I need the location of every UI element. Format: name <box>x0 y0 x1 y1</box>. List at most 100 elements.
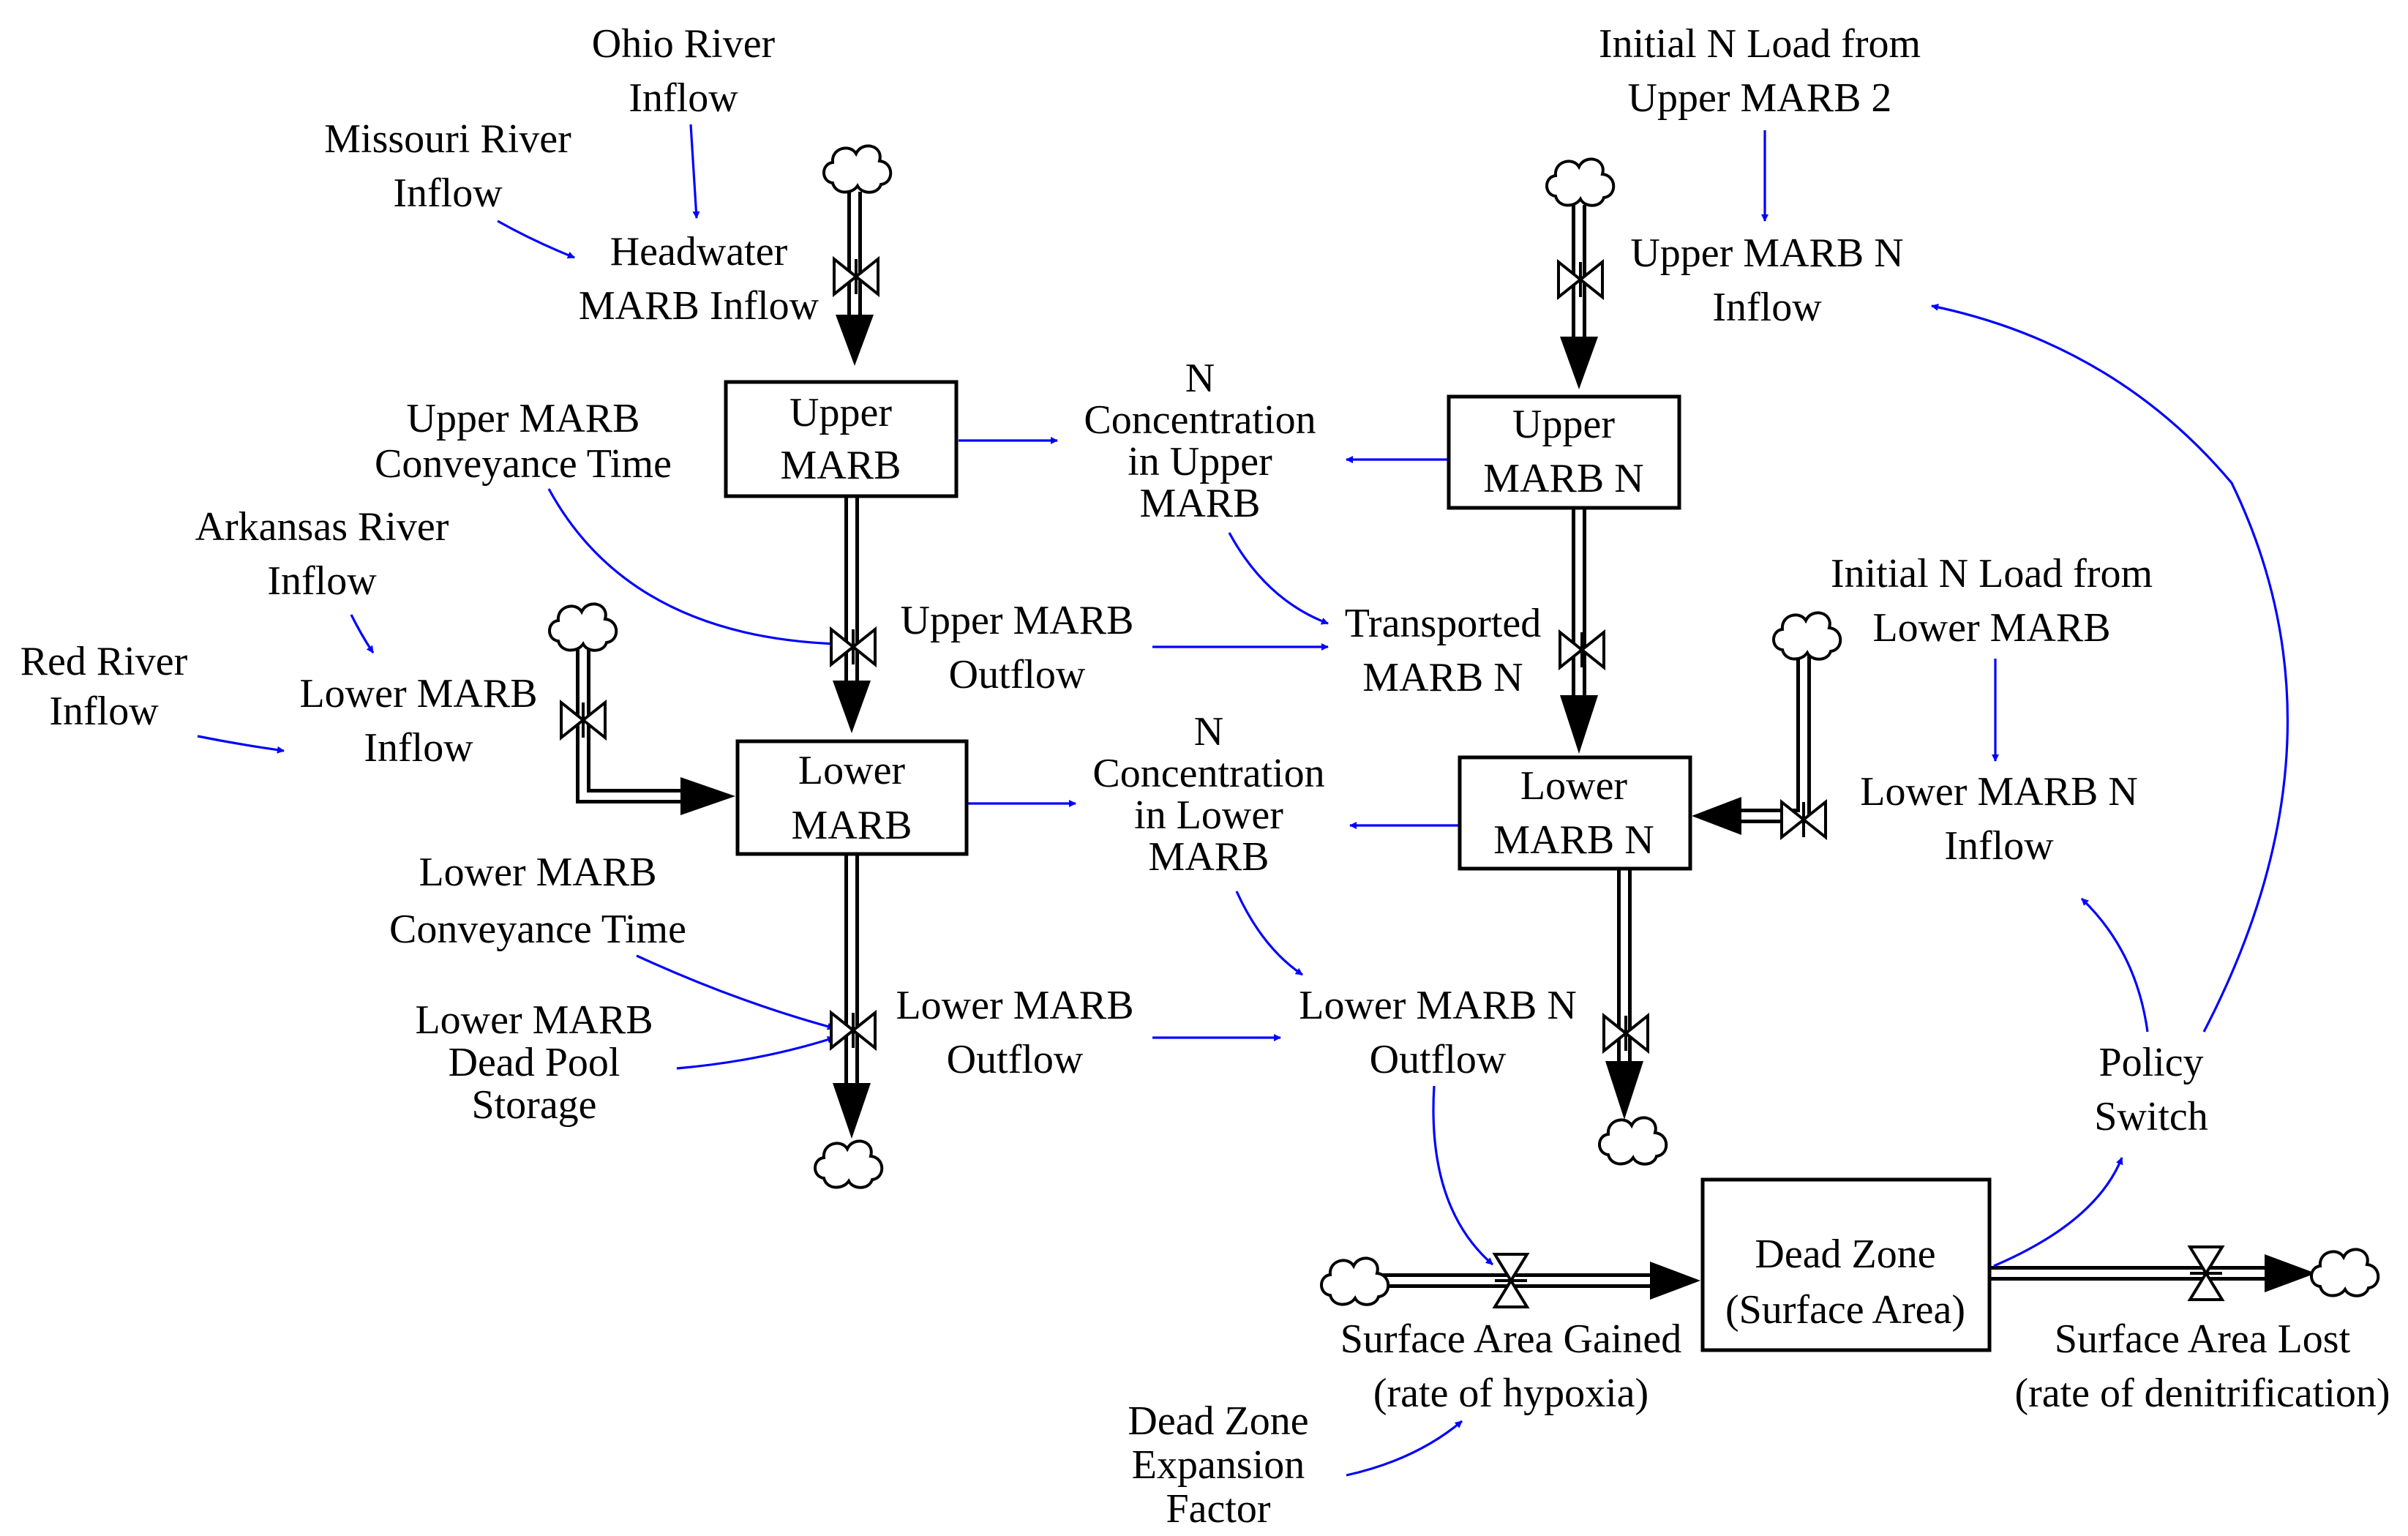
link-red-to-lower-in <box>197 735 285 754</box>
var-initial-n-load-lower-marb[interactable]: Initial N Load from Lower MARB <box>1831 551 2153 651</box>
flow-label-line: Outflow <box>947 1037 1084 1082</box>
link-policy-to-un-in <box>1931 303 2289 1033</box>
flow-label-line: Transported <box>1345 601 1542 646</box>
link-deadpool-to-lower-out <box>676 1035 835 1070</box>
cloud-icon-lower-n-source <box>1772 611 1842 661</box>
var-policy-switch[interactable]: Policy Switch <box>2094 1040 2208 1139</box>
stock-lower-marb[interactable]: Lower MARB <box>735 739 969 856</box>
link-expansion-to-sa-gained <box>1346 1420 1463 1477</box>
link-missouri-to-headwater <box>497 220 575 259</box>
link-nconc-lower-to-ln-out <box>1235 891 1303 976</box>
flow-label-line: Inflow <box>1712 285 1822 330</box>
link-policy-to-ln-in <box>2080 897 2149 1033</box>
var-label-line: Lower MARB <box>1872 605 2110 651</box>
flow-headwater-marb-inflow[interactable]: Headwater MARB Inflow <box>579 229 819 329</box>
pipe-head-sa-gain <box>1650 1262 1700 1300</box>
var-n-concentration-lower-marb[interactable]: N Concentration in Lower MARB <box>1092 709 1324 880</box>
var-label-line: Concentration <box>1092 751 1324 796</box>
var-label-line: Upper MARB <box>407 396 640 441</box>
var-red-river-inflow[interactable]: Red River Inflow <box>20 639 188 734</box>
stock-upper-marb-n[interactable]: Upper MARB N <box>1447 394 1681 510</box>
var-dead-zone-expansion-factor[interactable]: Dead Zone Expansion Factor <box>1128 1398 1308 1532</box>
stock-label-line: (Surface Area) <box>1725 1287 1965 1333</box>
cloud-icon-upper-n-source <box>1545 157 1616 207</box>
var-label-line: Initial N Load from <box>1599 21 1921 67</box>
var-label-line: Dead Zone <box>1128 1398 1308 1444</box>
cloud-icon-lower-marb-sink <box>814 1139 884 1189</box>
link-ln-out-to-sa-gained <box>1432 1085 1494 1266</box>
valve-icon-upper-marb-outflow[interactable] <box>830 626 877 668</box>
pipe-head-sa-lost <box>2265 1254 2316 1292</box>
stock-label-line: MARB <box>781 443 901 488</box>
flow-lower-marb-n-outflow[interactable]: Lower MARB N Outflow <box>1299 983 1577 1082</box>
flow-label-line: Lower MARB <box>896 983 1133 1028</box>
flow-lower-marb-n-inflow[interactable]: Lower MARB N Inflow <box>1860 769 2138 869</box>
stock-dead-zone[interactable]: Dead Zone (Surface Area) <box>1700 1177 1992 1352</box>
var-missouri-river-inflow[interactable]: Missouri River Inflow <box>324 116 571 216</box>
valve-icon-surface-area-lost[interactable] <box>2187 1245 2225 1301</box>
valve-icon-headwater-inflow[interactable] <box>833 255 879 298</box>
var-label-line: Inflow <box>393 171 503 216</box>
var-label-line: MARB <box>1140 481 1261 526</box>
valve-icon-surface-area-gained[interactable] <box>1492 1253 1530 1308</box>
var-lower-marb-dead-pool-storage[interactable]: Lower MARB Dead Pool Storage <box>415 997 653 1128</box>
var-label-line: Switch <box>2094 1094 2208 1139</box>
valve-icon-transported-marb-n[interactable] <box>1559 629 1605 671</box>
flow-lower-marb-outflow[interactable]: Lower MARB Outflow <box>896 983 1133 1082</box>
var-label-line: Inflow <box>629 75 738 121</box>
flow-upper-marb-n-inflow[interactable]: Upper MARB N Inflow <box>1630 231 1903 330</box>
valve-icon-lower-marb-outflow[interactable] <box>830 1009 877 1052</box>
flow-label-line: MARB N <box>1362 655 1523 700</box>
valve-icon-lower-marb-n-inflow[interactable] <box>1780 798 1827 841</box>
flow-label-line: Lower MARB N <box>1299 983 1577 1028</box>
flow-label-line: Surface Area Lost <box>2055 1316 2351 1362</box>
flow-surface-area-lost[interactable]: Surface Area Lost (rate of denitrificati… <box>2014 1316 2390 1416</box>
var-arkansas-river-inflow[interactable]: Arkansas River Inflow <box>195 504 449 604</box>
flow-label-line: Surface Area Gained <box>1340 1316 1681 1362</box>
link-lconvtime-to-lower-out <box>636 954 835 1030</box>
flow-transported-marb-n[interactable]: Transported MARB N <box>1345 601 1542 700</box>
stock-lower-marb-n[interactable]: Lower MARB N <box>1458 755 1692 871</box>
flow-label-line: (rate of hypoxia) <box>1373 1371 1649 1416</box>
var-label-line: Lower MARB <box>415 997 653 1043</box>
var-label-line: Conveyance Time <box>375 441 672 487</box>
flow-label-line: Inflow <box>364 725 473 771</box>
stock-label-line: Lower <box>1520 763 1628 809</box>
cloud-icon-lower-inflow-source <box>548 602 618 652</box>
pipe-head-un-in <box>1560 337 1598 389</box>
valve-icon-lower-marb-n-outflow[interactable] <box>1602 1012 1649 1054</box>
information-links <box>197 124 2289 1477</box>
flow-label-line: Lower MARB <box>299 671 537 716</box>
var-label-line: Factor <box>1166 1486 1270 1532</box>
var-label-line: N <box>1194 709 1223 754</box>
var-initial-n-load-upper-marb-2[interactable]: Initial N Load from Upper MARB 2 <box>1599 21 1921 121</box>
var-upper-marb-conveyance-time[interactable]: Upper MARB Conveyance Time <box>375 396 672 487</box>
stock-label-line: Upper <box>1512 402 1615 447</box>
flow-label-line: Inflow <box>1944 823 2054 869</box>
var-n-concentration-upper-marb[interactable]: N Concentration in Upper MARB <box>1084 356 1316 526</box>
var-ohio-river-inflow[interactable]: Ohio River Inflow <box>592 21 776 121</box>
valve-icon-upper-marb-n-inflow[interactable] <box>1557 258 1604 301</box>
var-label-line: Concentration <box>1084 397 1316 443</box>
var-label-line: N <box>1185 356 1215 401</box>
var-lower-marb-conveyance-time[interactable]: Lower MARB Conveyance Time <box>389 850 686 952</box>
flow-label-line: Upper MARB <box>901 598 1134 643</box>
var-label-line: Red River <box>20 639 188 684</box>
flow-surface-area-gained[interactable]: Surface Area Gained (rate of hypoxia) <box>1340 1316 1681 1416</box>
cloud-icon-dead-zone-sink <box>2310 1248 2380 1297</box>
pipe-head-ln-out <box>1605 1061 1643 1120</box>
flow-upper-marb-outflow[interactable]: Upper MARB Outflow <box>901 598 1134 697</box>
cloud-icon-headwater-source <box>822 144 893 194</box>
link-convtime-to-upper-out <box>547 488 839 648</box>
link-deadzone-to-policy <box>1993 1157 2123 1267</box>
flow-label-line: (rate of denitrification) <box>2014 1371 2390 1416</box>
valve-icon-lower-marb-inflow[interactable] <box>560 699 607 741</box>
flow-lower-marb-inflow[interactable]: Lower MARB Inflow <box>299 671 537 771</box>
var-label-line: Storage <box>471 1082 596 1128</box>
stock-label-line: MARB N <box>1483 456 1643 501</box>
cloud-icon-dead-zone-source <box>1320 1256 1390 1306</box>
stock-upper-marb[interactable]: Upper MARB <box>724 380 959 498</box>
var-label-line: in Lower <box>1134 793 1283 838</box>
var-label-line: in Upper <box>1128 439 1272 484</box>
var-label-line: Initial N Load from <box>1831 551 2153 596</box>
